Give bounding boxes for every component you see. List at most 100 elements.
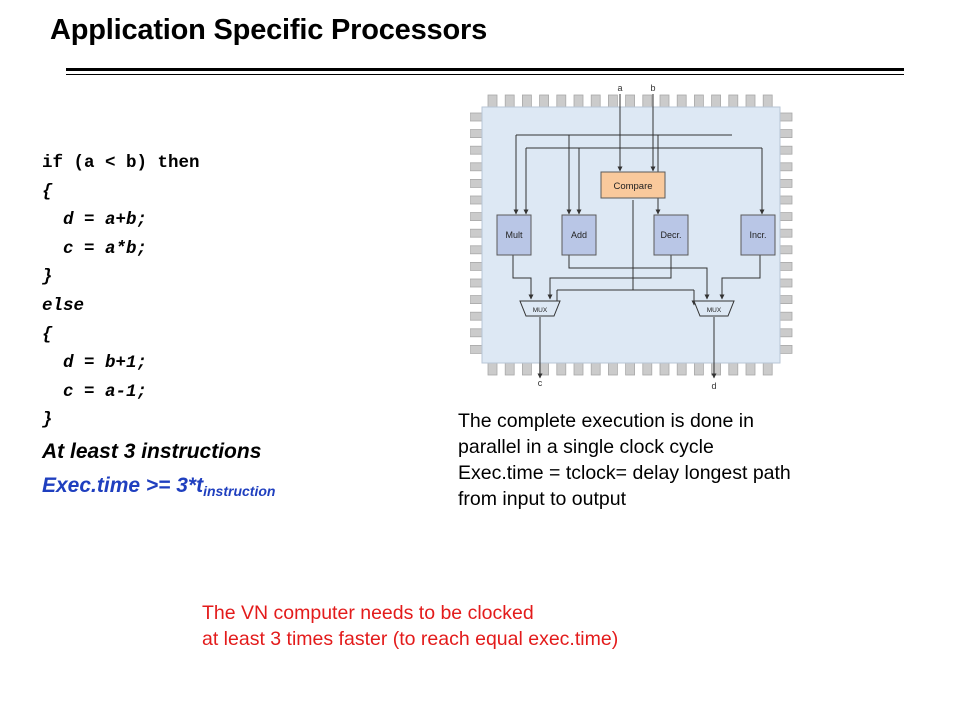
chip-pin bbox=[470, 212, 483, 222]
chip-pin bbox=[607, 94, 618, 108]
chip-pin bbox=[539, 362, 549, 376]
incr-label: Incr. bbox=[749, 230, 766, 240]
chip-pin bbox=[676, 362, 687, 376]
chip-pin bbox=[504, 362, 515, 376]
chip-pin bbox=[642, 94, 653, 108]
pins-right bbox=[779, 112, 793, 354]
chip-pin bbox=[745, 94, 756, 108]
incr-unit: Incr. bbox=[740, 214, 776, 256]
chip-pin bbox=[779, 261, 793, 271]
chip-pin bbox=[779, 344, 793, 354]
code-line: } bbox=[42, 267, 53, 288]
decr-unit: Decr. bbox=[653, 214, 689, 256]
title-rule-thin bbox=[66, 74, 904, 75]
code-line: { bbox=[42, 181, 53, 202]
chip-pin bbox=[745, 362, 756, 376]
code-line: if (a < b) then bbox=[42, 153, 200, 173]
chip-pin bbox=[642, 362, 653, 376]
instructions-note: At least 3 instructions bbox=[42, 440, 262, 463]
conclusion-line: The VN computer needs to be clocked bbox=[202, 602, 534, 624]
code-block: if (a < b) then { d = a+b; c = a*b; } el… bbox=[42, 152, 200, 438]
chip-pin bbox=[470, 311, 483, 321]
chip-pin bbox=[470, 145, 483, 155]
code-line: d = a+b; bbox=[42, 210, 148, 231]
processor-diagram: a b Compare Mult bbox=[470, 83, 793, 391]
compare-unit: Compare bbox=[600, 171, 666, 199]
chip-pin bbox=[676, 94, 687, 108]
chip-pin bbox=[779, 212, 793, 222]
chip-pin bbox=[470, 162, 483, 172]
pins-left bbox=[470, 112, 483, 354]
code-line: c = a*b; bbox=[42, 238, 148, 259]
description-line: parallel in a single clock cycle bbox=[458, 436, 714, 458]
chip-pin bbox=[470, 328, 483, 338]
mult-unit: Mult bbox=[496, 214, 532, 256]
parallel-description: The complete execution is done in parall… bbox=[458, 408, 791, 512]
code-line: c = a-1; bbox=[42, 381, 148, 402]
chip-pin bbox=[779, 245, 793, 255]
chip-pin bbox=[487, 94, 498, 108]
chip-pin bbox=[470, 344, 483, 354]
mux-left-label: MUX bbox=[533, 307, 548, 314]
chip-pin bbox=[522, 362, 532, 376]
chip-pin bbox=[539, 94, 549, 108]
description-line: Exec.time = tclock= delay longest path bbox=[458, 462, 791, 484]
chip-pins bbox=[470, 94, 793, 376]
mux-right-label: MUX bbox=[707, 307, 722, 314]
chip-pin bbox=[779, 162, 793, 172]
chip-pin bbox=[470, 295, 483, 305]
output-label-d: d bbox=[711, 381, 716, 391]
title-rule-thick bbox=[66, 68, 904, 71]
chip-pin bbox=[779, 278, 793, 288]
add-unit: Add bbox=[561, 214, 597, 256]
chip-pin bbox=[779, 195, 793, 205]
chip-pin bbox=[711, 362, 722, 376]
chip-pin bbox=[711, 94, 722, 108]
chip-pin bbox=[470, 179, 483, 188]
chip-pin bbox=[470, 129, 483, 138]
conclusion-note: The VN computer needs to be clocked at l… bbox=[202, 600, 618, 652]
chip-pin bbox=[470, 245, 483, 255]
mux-left: MUX bbox=[519, 300, 561, 317]
chip-pin bbox=[487, 362, 498, 376]
chip-pin bbox=[590, 362, 601, 376]
exec-time-note: Exec.time >= 3*tinstruction bbox=[42, 474, 276, 499]
chip-pin bbox=[779, 129, 793, 138]
chip-pin bbox=[470, 261, 483, 271]
code-line: { bbox=[42, 324, 53, 345]
code-line: d = b+1; bbox=[42, 353, 148, 374]
code-line: else bbox=[42, 295, 85, 316]
chip-body bbox=[481, 106, 781, 364]
chip-pin bbox=[504, 94, 515, 108]
code-line: } bbox=[42, 410, 53, 431]
description-line: The complete execution is done in bbox=[458, 410, 754, 432]
chip-pin bbox=[590, 94, 601, 108]
chip-pin bbox=[779, 179, 793, 188]
chip-pin bbox=[470, 228, 483, 238]
chip-pin bbox=[573, 362, 584, 376]
chip-pin bbox=[470, 278, 483, 288]
chip-pin bbox=[779, 228, 793, 238]
pins-top bbox=[487, 94, 773, 108]
chip-pin bbox=[522, 94, 532, 108]
mult-label: Mult bbox=[505, 230, 523, 240]
chip-pin bbox=[470, 112, 483, 122]
chip-pin bbox=[556, 94, 567, 108]
slide-title: Application Specific Processors bbox=[50, 14, 487, 46]
exec-time-main: Exec.time >= 3*t bbox=[42, 474, 204, 497]
chip-pin bbox=[659, 94, 670, 108]
chip-pin bbox=[556, 362, 567, 376]
exec-time-subscript: instruction bbox=[203, 483, 276, 499]
chip-pin bbox=[728, 94, 739, 108]
add-label: Add bbox=[571, 230, 587, 240]
input-label-b: b bbox=[650, 83, 655, 93]
chip-pin bbox=[625, 94, 636, 108]
chip-pin bbox=[659, 362, 670, 376]
output-label-c: c bbox=[538, 378, 543, 388]
chip-pin bbox=[728, 362, 739, 376]
chip-pin bbox=[762, 94, 773, 108]
wires bbox=[512, 94, 765, 379]
mux-right: MUX bbox=[693, 300, 735, 317]
input-label-a: a bbox=[617, 83, 622, 93]
pins-bottom bbox=[487, 362, 773, 376]
